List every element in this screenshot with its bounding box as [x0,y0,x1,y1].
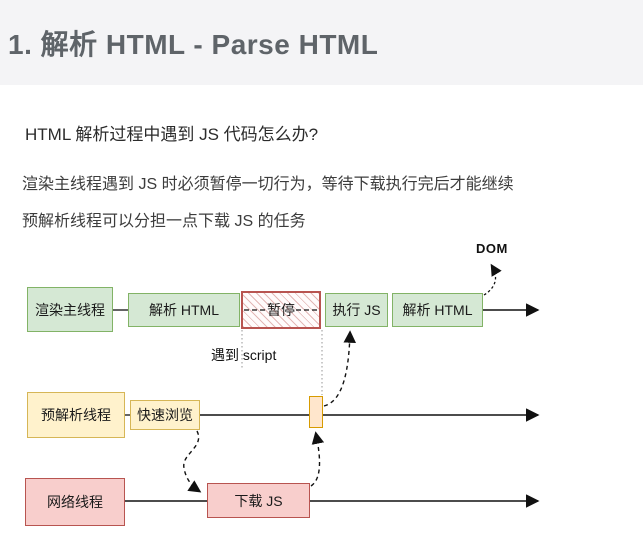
box-parse-html-2: 解析 HTML [392,293,483,327]
box-pause-label: 暂停 [267,302,295,318]
box-quick-scan-label: 快速浏览 [137,407,193,423]
box-parse-html-1-label: 解析 HTML [149,302,219,318]
page-title: 1. 解析 HTML - Parse HTML [8,28,379,60]
arrow-marker-to-exec-js [323,330,357,407]
lane-preparse-thread-label: 预解析线程 [41,407,111,423]
diagram-annotations [183,263,502,493]
arrow-download-to-marker [310,431,325,487]
desc-line-2: 预解析线程可以分担一点下载 JS 的任务 [22,213,306,230]
box-download-js: 下载 JS [207,483,310,518]
box-parse-html-1: 解析 HTML [128,293,240,327]
box-quick-scan: 快速浏览 [130,400,200,430]
question-text: HTML 解析过程中遇到 JS 代码怎么办? [25,125,319,144]
box-preparse-marker [309,396,323,428]
box-exec-js: 执行 JS [325,293,388,327]
box-parse-html-2-label: 解析 HTML [402,302,473,318]
lane-render-main-thread: 渲染主线程 [27,287,113,332]
arrow-scan-to-download [183,430,202,493]
arrow-parse-to-dom [483,263,502,296]
box-download-js-label: 下载 JS [234,492,283,509]
script-label: 遇到 script [211,347,277,363]
dom-label: DOM [476,241,508,256]
lane-render-main-thread-label: 渲染主线程 [35,301,105,318]
lane-network-thread: 网络线程 [25,478,125,526]
section-header: 1. 解析 HTML - Parse HTML [0,0,643,85]
lane-network-thread-label: 网络线程 [47,494,103,510]
timeline-base-lines [113,303,540,508]
desc-line-1: 渲染主线程遇到 JS 时必须暂停一切行为，等待下载执行完后才能继续 [22,176,514,193]
box-exec-js-label: 执行 JS [332,302,381,318]
lane-preparse-thread: 预解析线程 [27,392,125,438]
thread-timeline-diagram: 渲染主线程 解析 HTML 暂停 执行 JS 解析 HTML 预解析线程 快速浏… [0,235,643,535]
